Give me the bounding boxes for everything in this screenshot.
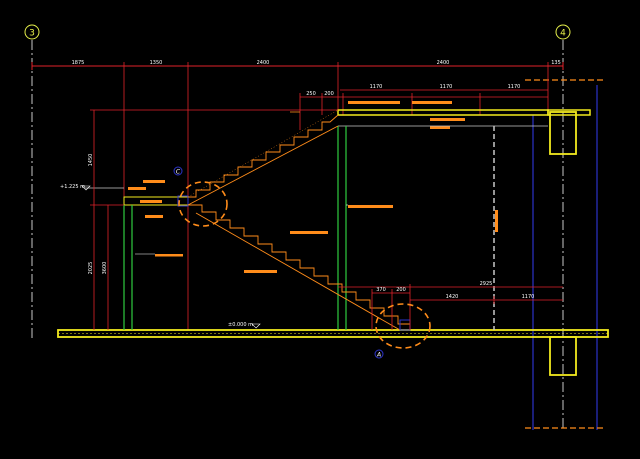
- grid-bubble-icon: [374, 349, 384, 359]
- annotation-bars-top: [348, 101, 465, 129]
- upper-dimension-chain: 250 200 1170 1170 1170: [299, 84, 548, 130]
- green-columns: [123, 126, 347, 330]
- dim-text: 200: [396, 287, 406, 293]
- dim-text: 200: [324, 91, 334, 97]
- top-dimension-chain: 1875 1350 2400 2400 135: [31, 60, 564, 330]
- dim-text: 1170: [508, 84, 521, 90]
- dim-text: 1350: [150, 60, 163, 66]
- dim-text: 1875: [72, 60, 85, 66]
- grid-bubble-icon: [555, 24, 571, 40]
- dim-text: 1170: [522, 294, 535, 300]
- right-wall-lines: [525, 79, 605, 430]
- dim-text: 3600: [102, 262, 108, 275]
- detail-label: C: [176, 169, 181, 176]
- dim-text: 135: [551, 60, 561, 66]
- dim-text: 1170: [370, 84, 383, 90]
- level-triangle-icon: [251, 323, 261, 329]
- mid-landing: [85, 187, 189, 207]
- dim-text: 370: [376, 287, 386, 293]
- grid-label-3: 3: [29, 29, 35, 39]
- level-marker-mid: +1.225 m: [60, 184, 91, 191]
- annotation-bars-stair: [128, 180, 498, 273]
- level-text: ±0.000 m: [228, 322, 253, 328]
- dim-text: 1170: [440, 84, 453, 90]
- lower-dimension-chain: 370 200 2925 1420 1170: [338, 281, 563, 330]
- level-text: +1.225 m: [60, 184, 85, 190]
- level-triangle-icon: [81, 185, 91, 191]
- dim-text: 2400: [257, 60, 270, 66]
- grid-axis-4: 4: [555, 24, 571, 430]
- dim-text: 2400: [437, 60, 450, 66]
- upper-stair-flight: [187, 109, 339, 206]
- detail-mark-c: C: [173, 166, 228, 227]
- level-marker-floor: ±0.000 m: [228, 322, 261, 329]
- detail-circle-icon: [375, 303, 431, 349]
- ground-floor-slab: [57, 329, 609, 376]
- detail-circle-icon: [178, 181, 228, 227]
- leader-lines: [135, 111, 348, 255]
- grid-bubble-icon: [24, 24, 40, 40]
- detail-label: A: [376, 352, 381, 359]
- grid-label-4: 4: [560, 29, 566, 39]
- dim-text: 2025: [88, 262, 94, 275]
- grid-axis-3: 3: [24, 24, 40, 340]
- dim-text: 250: [306, 91, 316, 97]
- lower-stair-flight: [188, 204, 411, 331]
- detail-mark-a: A: [374, 303, 431, 359]
- dim-text: 2925: [480, 281, 493, 287]
- dim-text: 1420: [446, 294, 459, 300]
- left-dimension-chain: 1450 2025 3600: [88, 109, 338, 330]
- grid-bubble-icon: [173, 166, 183, 176]
- upper-landing-slab: [337, 109, 591, 155]
- dim-text: 1450: [88, 154, 94, 167]
